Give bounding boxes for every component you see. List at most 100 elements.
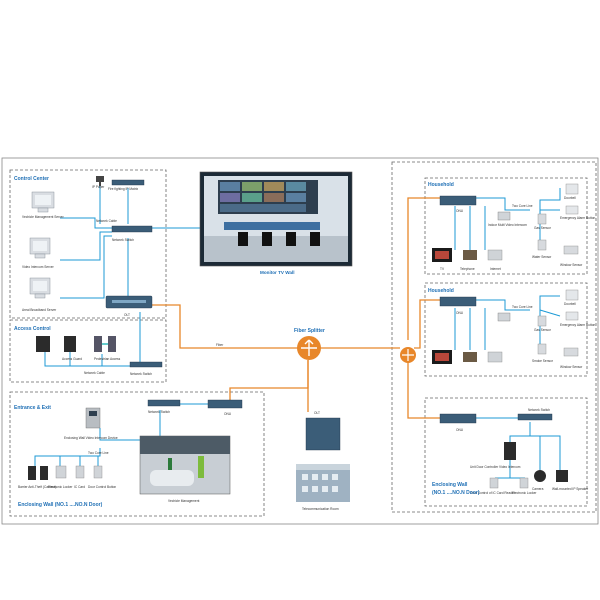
enclosing-wall-right-box [424, 397, 588, 507]
wire-hh1-tv-tel-net [454, 206, 486, 250]
fiber-label: Fiber [216, 343, 224, 347]
household-1-title: Household [428, 182, 454, 188]
hh2-onu-label: ONU [456, 311, 464, 315]
tv-screen [435, 251, 449, 259]
ip-paper-icon [96, 176, 104, 186]
enc-camera-label: Camera [532, 487, 544, 491]
intercom-device-label: Enclosing Wall Video Intercom Device [64, 436, 118, 440]
door-control-label: Door Control Button [88, 485, 116, 489]
access-guard-icon [36, 336, 50, 352]
network-switch-icon [129, 361, 163, 368]
right-region-box [391, 161, 597, 513]
intercom-device-icon [85, 407, 101, 429]
gas-sensor-icon [537, 213, 547, 225]
telephone-icon [463, 250, 477, 260]
ip-paper-label: IP Paper [92, 185, 105, 189]
window-sensor-icon [563, 347, 579, 357]
wire-hh2-indoor [475, 299, 530, 311]
alarm-button-icon [565, 205, 579, 215]
barrier-camera-icon [40, 466, 48, 480]
olt-label: OLT [124, 313, 130, 317]
window-sensor-icon [563, 245, 579, 255]
indoor-intercom-icon [497, 312, 511, 322]
monitor-icon [29, 277, 51, 299]
wire-vehicle [159, 410, 185, 441]
fiber-splitter-icon [400, 347, 416, 363]
video-server-label: Video Intercom Server [22, 265, 55, 269]
fiber-to-household-1 [407, 197, 440, 340]
hh1-emergency-label: Emergency Alarm Button [560, 216, 595, 220]
unit-door-intercom-icon [504, 442, 516, 460]
wire-enclosing-devices [59, 456, 99, 466]
hh2-emergency-label: Emergency Alarm Button [560, 323, 595, 327]
access-guard-icon [64, 336, 76, 352]
speaker-icon [556, 470, 568, 482]
pedestrian-access-label: Pedestrian Access [94, 357, 121, 361]
onu-icon [439, 413, 477, 424]
hh1-window-label: Window Sensor [560, 263, 583, 267]
wire-two-core [34, 448, 101, 466]
ac-network-switch-label: Network Switch [130, 372, 152, 376]
telephone-icon [463, 352, 477, 362]
internet-icon [487, 249, 503, 261]
water-sensor-icon [537, 239, 547, 251]
locker-icon [519, 477, 529, 489]
wire-enc-subdevices [495, 436, 541, 479]
ic-card-label: IC Card [74, 485, 85, 489]
wall-speaker-label: Wall-mounted IP Speaker [552, 487, 589, 491]
vehicle-management-image [139, 435, 231, 495]
barrier-label: Barrier Anti-Theft (Camera) [18, 485, 56, 489]
smoke-sensor-icon [537, 343, 547, 355]
hh2-two-core-label: Two Core Line [512, 305, 533, 309]
hh1-internet-label: Internet [490, 267, 501, 271]
fiber-splitter-icon [297, 336, 321, 360]
enc-locker-label: Electronic Locker [512, 491, 537, 495]
network-switch-icon [147, 399, 181, 407]
turnstile-icon [94, 336, 116, 352]
wire-video-server [60, 231, 112, 261]
odf-label: OLT [314, 411, 320, 415]
indoor-intercom-icon [497, 211, 511, 221]
access-control-title: Access Control [14, 326, 51, 332]
fiber-to-enclosing-right [407, 356, 440, 419]
wire-enc-devices [509, 422, 561, 470]
odf-rack-icon [305, 417, 341, 451]
fire-ip-label: Fire fighting IP Matrix [108, 187, 138, 191]
ac-network-cable-label: Network Cable [84, 371, 105, 375]
wire-alarm-server [60, 235, 112, 299]
alarm-button-icon [565, 311, 579, 321]
entrance-exit-box [9, 391, 265, 517]
network-switch-icon [111, 225, 153, 233]
tv-wall-label: Monitor TV Wall [260, 270, 295, 275]
enclosing-right-title: Enclosing Wall [432, 482, 468, 488]
hh1-doorbell-label: Doorbell [564, 196, 576, 200]
card-reader-icon [489, 477, 499, 489]
fiber-olt-splitter [152, 304, 298, 349]
control-center-title: Control Center [14, 176, 49, 182]
camera-icon [534, 470, 546, 482]
monitor-icon [29, 237, 51, 259]
wire-hh1-indoor [475, 197, 530, 211]
unit-door-label: Unit Door Controller Video Intercom [470, 465, 521, 469]
hh1-telephone-label: Telephone [460, 267, 475, 271]
door-control-right-label: Door Control of IC Card Reader [470, 491, 516, 495]
hh1-indoor-label: Indoor Multi Video Intercom [488, 223, 527, 227]
hh2-doorbell-label: Doorbell [564, 302, 576, 306]
vehicle-mgmt-label: Vechicle Management [168, 499, 199, 503]
gas-sensor-icon [537, 315, 547, 327]
household-2-box [424, 282, 588, 377]
enc-switch-label: Network Switch [528, 408, 550, 412]
wire-mgmt-server [60, 217, 112, 229]
cc-network-cable-label: Network Cable [96, 219, 117, 223]
hh2-smoke-label: Smoke Sensor [532, 359, 554, 363]
hh2-gas-label: Gas Sensor [534, 328, 552, 332]
hh1-water-label: Water Sensor [532, 255, 552, 259]
entrance-switch-label: Network Switch [148, 410, 170, 414]
control-center-box [9, 169, 167, 319]
network-switch-icon [517, 413, 553, 421]
hh1-two-core-label: Two Core Line [512, 204, 533, 208]
tv-wall-image [199, 171, 353, 267]
barrier-camera-icon [28, 466, 36, 480]
entrance-onu-label: ONU [224, 412, 232, 416]
